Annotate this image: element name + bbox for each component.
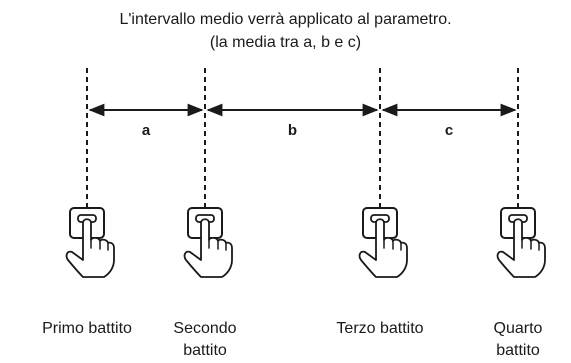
caption-line-2: (la media tra a, b e c) <box>209 34 362 51</box>
beat-label: Quarto <box>493 320 543 337</box>
beat-label-line2: battito <box>496 342 540 359</box>
interval-label: c <box>444 122 454 139</box>
interval-label: a <box>141 122 151 139</box>
tap-button-hand-icon <box>65 207 115 278</box>
beat-label: Primo battito <box>42 320 132 337</box>
beat-label: Terzo battito <box>336 320 424 337</box>
caption-line-1: L'intervallo medio verrà applicato al pa… <box>119 11 452 28</box>
beat-label-line2: battito <box>183 342 227 359</box>
interval-label: b <box>287 122 298 139</box>
tap-button-hand-icon <box>496 207 546 278</box>
tap-icons <box>65 207 546 278</box>
tap-button-hand-icon <box>183 207 233 278</box>
beat-label: Secondo <box>173 320 237 337</box>
tap-button-hand-icon <box>358 207 408 278</box>
